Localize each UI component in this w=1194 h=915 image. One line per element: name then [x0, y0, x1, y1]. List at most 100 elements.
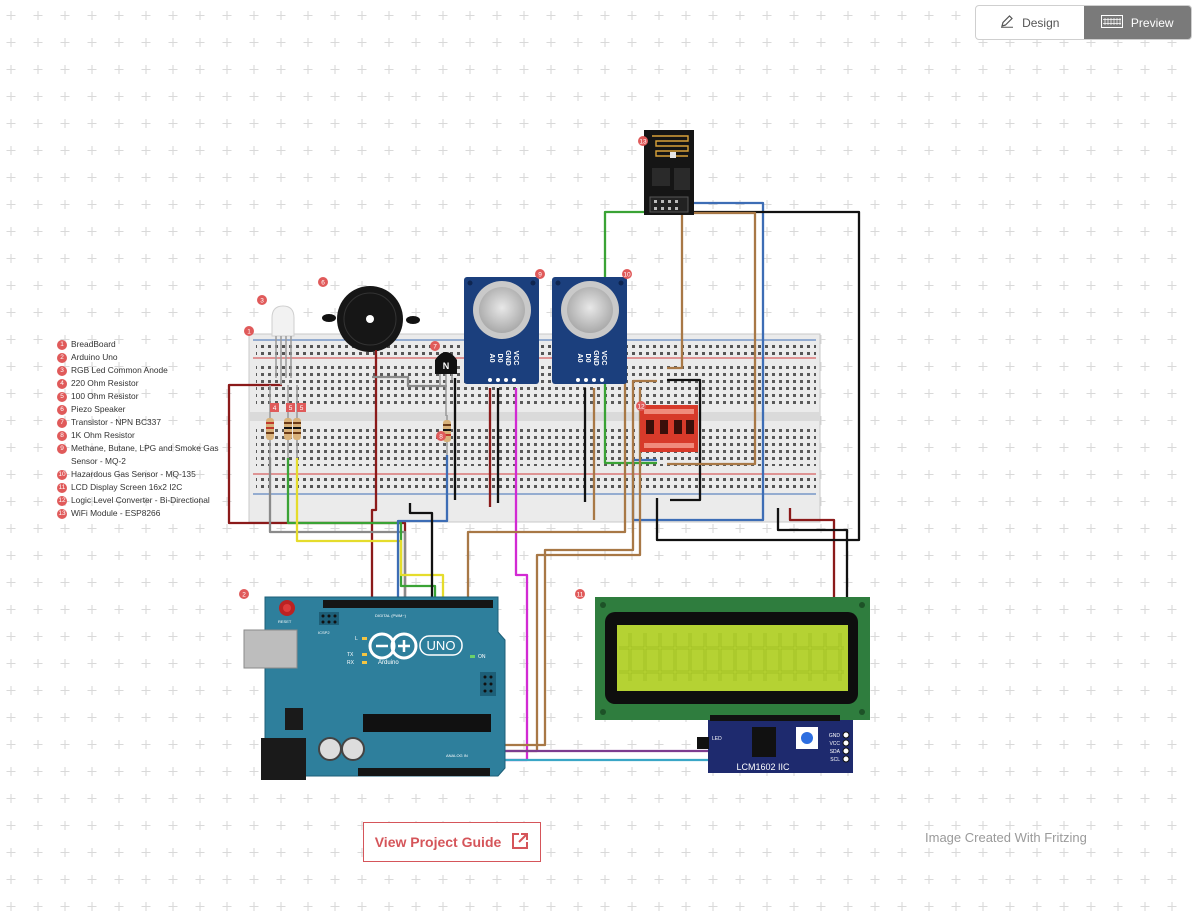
legend-number: 9: [57, 443, 67, 454]
fritzing-credit: Image Created With Fritzing: [925, 830, 1087, 845]
design-tab-label: Design: [1022, 15, 1060, 30]
svg-text:3: 3: [260, 298, 264, 305]
badge-rgb-led: 3: [257, 295, 267, 305]
svg-text:6: 6: [321, 280, 325, 287]
badge-mq2: 9: [535, 269, 545, 279]
legend-item: 8 1K Ohm Resistor: [57, 429, 232, 442]
badge-mq135: 10: [622, 269, 632, 279]
reset-label: RESET: [278, 619, 292, 624]
legend-item: 6 Piezo Speaker: [57, 403, 232, 416]
legend-label: WiFi Module - ESP8266: [71, 508, 161, 518]
lcd-pin-label: SCL: [830, 757, 840, 763]
lcd-module-label: LCM1602 IIC: [736, 762, 790, 772]
uno-label: UNO: [427, 638, 456, 653]
legend-label: 220 Ohm Resistor: [71, 378, 139, 388]
badge-llc: 12: [636, 401, 646, 411]
legend-label: 1K Ohm Resistor: [71, 430, 135, 440]
arduino-uno: RESET ICSP2 DIGITAL (PWM~) UNO Arduino L…: [243, 596, 506, 780]
legend-label: RGB Led Common Anode: [71, 365, 168, 375]
mq135-pin-label: D0: [584, 354, 591, 363]
logic-level-converter: [640, 405, 698, 452]
legend-label: BreadBoard: [71, 339, 116, 349]
badge-r220: 4: [270, 403, 279, 412]
legend-item: 11 LCD Display Screen 16x2 I2C: [57, 481, 232, 494]
legend-number: 4: [57, 378, 67, 389]
legend-item: 13 WiFi Module - ESP8266: [57, 507, 232, 520]
mq135-pin-label: VCC: [600, 351, 607, 366]
piezo-speaker: [322, 286, 420, 354]
resistor-100-b: [293, 385, 301, 458]
esp8266-module: [644, 130, 694, 215]
lcd-pin-label: GND: [829, 733, 841, 739]
legend-number: 10: [57, 469, 67, 480]
badge-transistor: 7: [430, 341, 440, 351]
legend-label: Logic Level Converter - Bi-Directional: [71, 495, 210, 505]
part-badges: 1 2 3 4 5 5 6 7 8 9 10 11 12 13: [239, 136, 648, 599]
badge-r100a: 5: [286, 403, 295, 412]
lcd-pin-label: VCC: [829, 741, 840, 747]
legend-number: 13: [57, 508, 67, 519]
svg-text:9: 9: [538, 272, 542, 279]
badge-piezo: 6: [318, 277, 328, 287]
svg-text:5: 5: [289, 405, 293, 412]
legend-item: 2 Arduino Uno: [57, 351, 232, 364]
legend-label: Transistor - NPN BC337: [71, 417, 161, 427]
legend-number: 6: [57, 404, 67, 415]
mq2-pin-label: VCC: [512, 351, 519, 366]
legend-item: 10 Hazardous Gas Sensor - MQ-135: [57, 468, 232, 481]
icsp-label: ICSP2: [318, 630, 330, 635]
legend-label: Methane, Butane, LPG and Smoke Gas Senso…: [71, 443, 219, 466]
svg-text:12: 12: [637, 404, 645, 411]
legend-number: 12: [57, 495, 67, 506]
on-label: ON: [478, 654, 486, 660]
mq2-pin-label: GND: [504, 350, 511, 366]
badge-r100b: 5: [297, 403, 306, 412]
legend-number: 1: [57, 339, 67, 350]
rgb-led: [271, 305, 295, 385]
legend-label: Piezo Speaker: [71, 404, 126, 414]
svg-text:2: 2: [242, 592, 246, 599]
l-led-label: L: [355, 636, 358, 642]
badge-arduino: 2: [239, 589, 249, 599]
rx-label: RX: [347, 660, 355, 666]
design-tab[interactable]: Design: [976, 6, 1084, 39]
mq2-pin-label: A0: [488, 354, 495, 363]
resistor-100-a: [284, 385, 292, 458]
digital-label: DIGITAL (PWM~): [375, 613, 407, 618]
view-mode-toggle: Design Preview: [975, 5, 1192, 40]
lcd-pin-label: SDA: [830, 749, 841, 755]
legend-item: 7 Transistor - NPN BC337: [57, 416, 232, 429]
legend-number: 5: [57, 391, 67, 402]
legend-label: 100 Ohm Resistor: [71, 391, 139, 401]
lcd-i2c-backpack: LED LCM1602 IIC GND VCC SDA SCL: [697, 715, 853, 773]
svg-text:1: 1: [247, 329, 251, 336]
svg-text:8: 8: [439, 434, 443, 441]
legend-label: Arduino Uno: [71, 352, 118, 362]
mq2-pin-label: D0: [496, 354, 503, 363]
svg-text:13: 13: [639, 139, 647, 146]
svg-text:7: 7: [433, 344, 437, 351]
legend-label: Hazardous Gas Sensor - MQ-135: [71, 469, 196, 479]
lcd-led-label: LED: [712, 736, 722, 742]
mq2-sensor: A0 D0 GND VCC: [464, 277, 539, 384]
view-project-guide-button[interactable]: View Project Guide: [363, 822, 541, 862]
legend-item: 1 BreadBoard: [57, 338, 232, 351]
legend-label: LCD Display Screen 16x2 I2C: [71, 482, 183, 492]
analog-label: ANALOG IN: [446, 753, 468, 758]
legend-number: 7: [57, 417, 67, 428]
grid-preview-icon: [1100, 14, 1123, 31]
badge-breadboard: 1: [244, 326, 254, 336]
legend-number: 2: [57, 352, 67, 363]
legend-item: 5 100 Ohm Resistor: [57, 390, 232, 403]
pencil-icon: [1000, 14, 1014, 31]
legend-number: 8: [57, 430, 67, 441]
preview-tab[interactable]: Preview: [1083, 6, 1191, 39]
badge-r1k: 8: [436, 431, 446, 441]
svg-text:10: 10: [623, 272, 631, 279]
transistor-label: N: [443, 361, 450, 371]
legend-item: 12 Logic Level Converter - Bi-Directional: [57, 494, 232, 507]
legend-number: 11: [57, 482, 67, 493]
preview-tab-label: Preview: [1130, 15, 1174, 30]
